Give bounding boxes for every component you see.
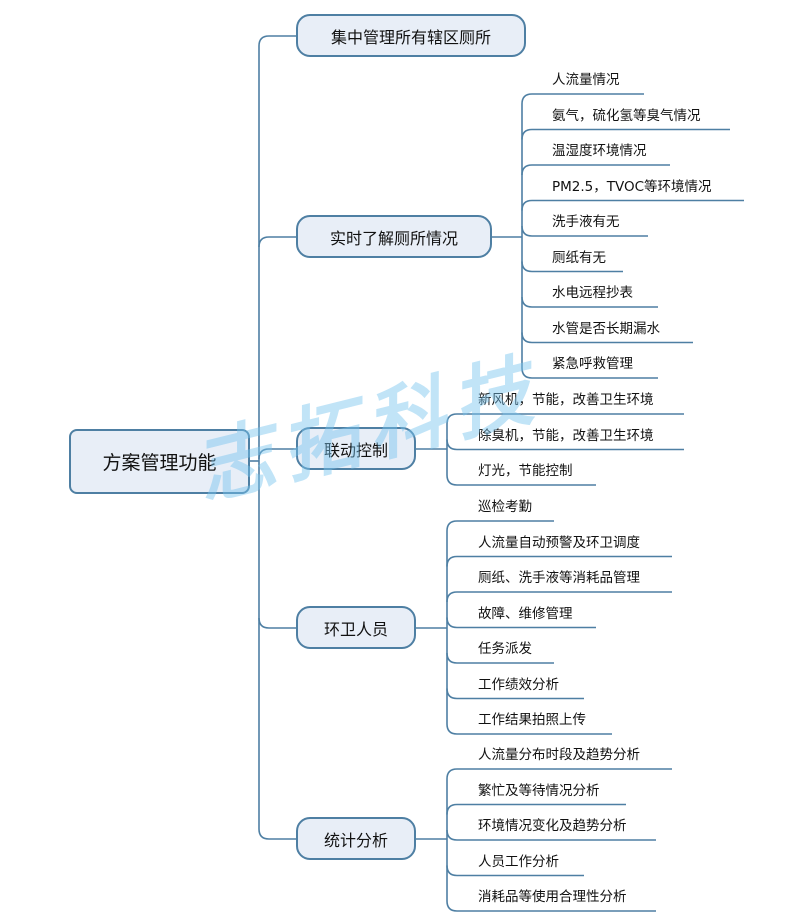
leaf-item: 消耗品等使用合理性分析: [478, 889, 627, 905]
leaf-item: 温湿度环境情况: [552, 143, 647, 159]
leaf-item: 故障、维修管理: [478, 605, 573, 622]
leaf-item: 厕纸有无: [552, 249, 606, 266]
leaf-item: 任务派发: [478, 641, 532, 657]
connector-line: [446, 474, 596, 486]
branch-statistics: 统计分析: [296, 817, 416, 860]
connector-line: [521, 261, 623, 273]
leaf-item: 人流量分布时段及趋势分析: [478, 747, 640, 763]
leaf-item: 水管是否长期漏水: [552, 320, 660, 337]
leaf-item: PM2.5，TVOC等环境情况: [552, 178, 712, 195]
connector-line: [258, 617, 296, 629]
leaf-item: 灯光，节能控制: [478, 463, 573, 479]
leaf-item: 洗手液有无: [552, 214, 620, 230]
connector-line: [446, 803, 626, 815]
branch-linkage-control: 联动控制: [296, 427, 416, 470]
leaf-item: 繁忙及等待情况分析: [478, 782, 600, 799]
connector-line: [446, 652, 554, 664]
leaf-item: 氨气，硫化氢等臭气情况: [552, 107, 701, 124]
connector-line: [521, 296, 658, 308]
connector-line: [521, 367, 658, 379]
connector-line: [446, 617, 596, 629]
leaf-item: 除臭机，节能，改善卫生环境: [478, 427, 654, 444]
connector-line: [521, 93, 644, 105]
leaf-item: 巡检考勤: [478, 499, 532, 515]
root-node: 方案管理功能: [69, 429, 250, 494]
connector-line: [258, 828, 296, 840]
leaf-item: 新风机，节能，改善卫生环境: [478, 392, 654, 408]
connector-line: [446, 413, 684, 425]
connector-line: [446, 865, 584, 877]
connector-line: [446, 768, 672, 780]
leaf-item: 人员工作分析: [478, 853, 559, 870]
leaf-item: 工作绩效分析: [478, 676, 559, 693]
branch-sanitation-staff: 环卫人员: [296, 606, 416, 649]
connector-line: [521, 332, 693, 344]
connector-line: [446, 688, 584, 700]
connector-line: [446, 555, 672, 567]
connector-line: [446, 900, 656, 912]
connector-line: [521, 225, 648, 237]
connector-line: [521, 128, 730, 140]
leaf-item: 厕纸、洗手液等消耗品管理: [478, 570, 640, 586]
connector-line: [258, 448, 296, 460]
connector-line: [521, 164, 670, 176]
leaf-item: 水电远程抄表: [552, 285, 633, 301]
branch-centralized-management: 集中管理所有辖区厕所: [296, 14, 526, 57]
connector-line: [521, 199, 744, 211]
leaf-item: 紧急呼救管理: [552, 356, 633, 372]
leaf-item: 人流量自动预警及环卫调度: [478, 534, 640, 551]
connector-line: [258, 236, 296, 248]
leaf-item: 工作结果拍照上传: [478, 712, 586, 728]
connector-line: [446, 829, 656, 841]
leaf-item: 环境情况变化及趋势分析: [478, 818, 627, 834]
leaf-item: 人流量情况: [552, 72, 620, 88]
connector-line: [446, 723, 612, 735]
connector-line: [446, 520, 554, 532]
connector-line: [446, 439, 684, 451]
connector-line: [258, 35, 296, 47]
branch-realtime-status: 实时了解厕所情况: [296, 215, 492, 258]
connector-line: [446, 591, 672, 603]
